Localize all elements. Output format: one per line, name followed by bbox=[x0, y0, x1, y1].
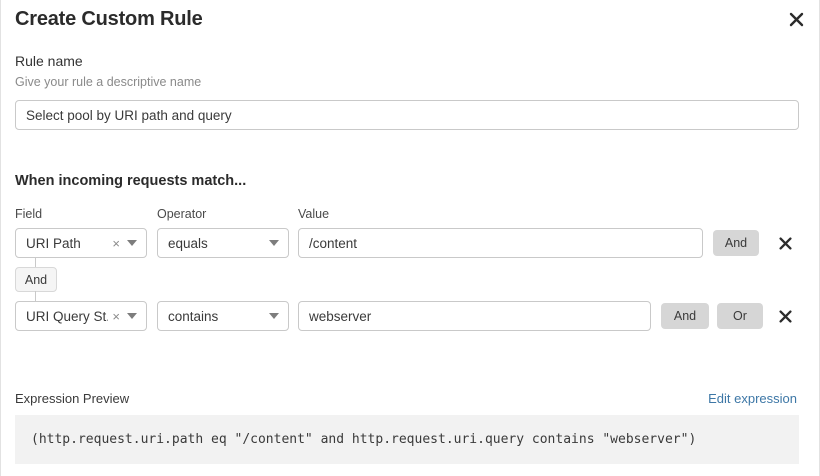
expression-preview-code: (http.request.uri.path eq "/content" and… bbox=[15, 415, 799, 464]
chevron-down-icon[interactable] bbox=[124, 313, 146, 319]
column-header-field: Field bbox=[15, 207, 43, 221]
operator-select-1[interactable]: equals bbox=[157, 228, 289, 258]
connector-line-bottom bbox=[35, 291, 36, 301]
close-icon[interactable] bbox=[783, 6, 809, 32]
rule-name-label: Rule name bbox=[15, 53, 83, 69]
column-header-value: Value bbox=[298, 207, 330, 221]
chevron-down-icon[interactable] bbox=[124, 240, 146, 246]
operator-select-1-value: equals bbox=[168, 235, 208, 251]
or-button-row-2[interactable]: Or bbox=[717, 303, 763, 329]
rule-name-input[interactable] bbox=[15, 100, 799, 130]
edit-expression-link[interactable]: Edit expression bbox=[708, 391, 797, 406]
value-input-1[interactable] bbox=[298, 228, 703, 258]
connector-line-top bbox=[35, 258, 36, 268]
field-select-2-value: URI Query St... bbox=[26, 308, 109, 324]
chevron-down-icon[interactable] bbox=[266, 240, 288, 246]
dialog-title: Create Custom Rule bbox=[15, 8, 203, 30]
operator-select-2-value: contains bbox=[168, 308, 219, 324]
group-logic-and-badge[interactable]: And bbox=[15, 267, 57, 292]
delete-condition-1-icon[interactable] bbox=[772, 228, 798, 258]
conditions-heading: When incoming requests match... bbox=[15, 173, 247, 189]
condition-row: URI Path × equals And bbox=[1, 228, 819, 258]
and-button-row-2[interactable]: And bbox=[661, 303, 709, 329]
field-select-1[interactable]: URI Path × bbox=[15, 228, 147, 258]
and-button-row-1[interactable]: And bbox=[713, 230, 759, 256]
delete-condition-2-icon[interactable] bbox=[772, 301, 798, 331]
expression-preview-label: Expression Preview bbox=[15, 391, 130, 406]
operator-select-2[interactable]: contains bbox=[157, 301, 289, 331]
field-select-2[interactable]: URI Query St... × bbox=[15, 301, 147, 331]
clear-icon[interactable]: × bbox=[112, 235, 120, 251]
value-input-2[interactable] bbox=[298, 301, 651, 331]
chevron-down-icon[interactable] bbox=[266, 313, 288, 319]
rule-name-helper: Give your rule a descriptive name bbox=[15, 75, 202, 89]
condition-row: URI Query St... × contains And Or bbox=[1, 301, 819, 331]
field-select-1-value: URI Path bbox=[26, 235, 81, 251]
column-header-operator: Operator bbox=[157, 207, 207, 221]
clear-icon[interactable]: × bbox=[112, 308, 120, 324]
